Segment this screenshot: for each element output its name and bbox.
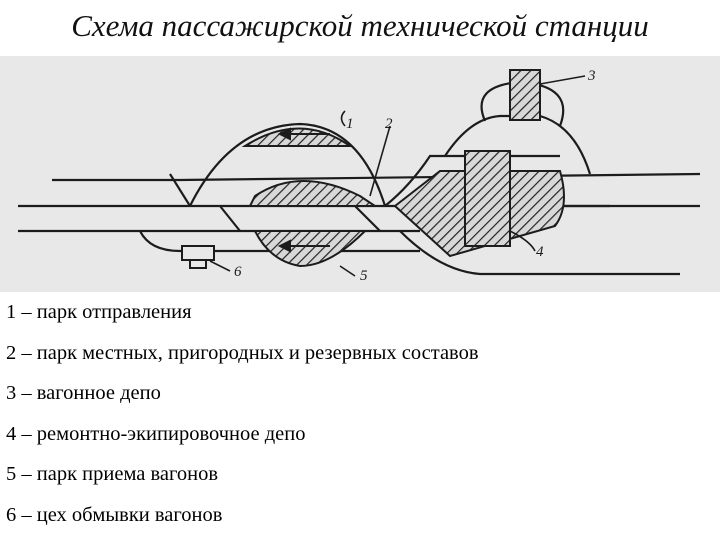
legend-item-6: 6 – цех обмывки вагонов — [6, 503, 223, 526]
station-scheme: 1 2 3 4 5 6 — [0, 56, 720, 292]
callout-2: 2 — [385, 116, 393, 132]
washing-shop — [181, 245, 215, 261]
legend-item-1: 1 – парк отправления — [6, 301, 192, 323]
legend-item-2: 2 – парк местных, пригородных и резервны… — [6, 341, 479, 364]
callout-5: 5 — [360, 268, 368, 284]
legend-item-3: 3 – вагонное депо — [6, 382, 161, 404]
callout-1: 1 — [346, 116, 354, 132]
departure-park — [241, 127, 354, 147]
legend: 1 – парк отправления 2 – парк местных, п… — [6, 296, 714, 539]
wagon-depot — [509, 69, 541, 121]
legend-item-5: 5 – парк приема вагонов — [6, 463, 219, 485]
callout-4: 4 — [536, 244, 544, 260]
local-trains-park — [248, 180, 379, 207]
repair-depot — [464, 150, 511, 247]
diagram-title: Схема пассажирской технической станции — [71, 8, 649, 43]
callout-6: 6 — [234, 264, 242, 280]
legend-item-4: 4 – ремонтно-экипировочное депо — [6, 422, 306, 445]
scheme-background — [0, 56, 720, 292]
callout-3: 3 — [587, 68, 596, 84]
reception-park — [253, 230, 368, 268]
